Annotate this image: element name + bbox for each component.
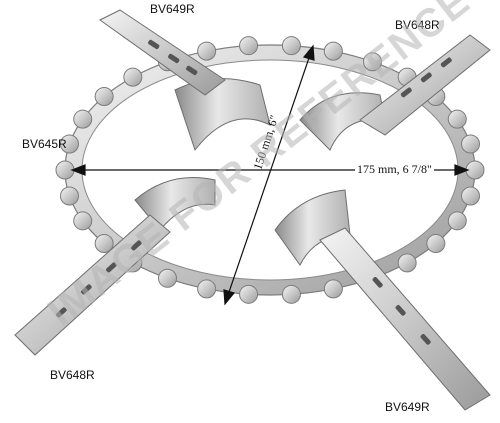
- ring-scallop: [123, 67, 143, 87]
- ring-scallop: [239, 36, 259, 56]
- label-top-right: BV648R: [395, 18, 440, 32]
- ring-scallop: [363, 52, 382, 72]
- ring-scallop: [323, 279, 343, 299]
- ring-scallop: [59, 186, 79, 206]
- ring-scallop: [197, 279, 217, 299]
- ring-scallop: [426, 233, 446, 253]
- ring-scallop: [94, 87, 114, 107]
- ring-scallop: [461, 134, 481, 154]
- ring-scallop: [447, 211, 467, 231]
- ring-scallop: [323, 41, 343, 61]
- handle-bottom-right: [319, 227, 491, 411]
- handle-bottom-left: [14, 214, 171, 356]
- label-bottom-right: BV649R: [385, 400, 430, 414]
- ring-scallop: [73, 211, 93, 231]
- ring-scallop: [158, 268, 177, 288]
- handle-top-left: [99, 9, 226, 96]
- ring-scallop: [281, 36, 301, 56]
- blade-bottom-right: [274, 189, 351, 266]
- handle-top-right: [359, 34, 491, 136]
- label-left: BV645R: [22, 137, 67, 151]
- ring-scallop: [197, 41, 217, 61]
- dimension-arrow-vertical: [223, 44, 315, 306]
- blade-bottom-left: [134, 177, 216, 231]
- label-top-left: BV649R: [150, 2, 195, 16]
- ring-scallop: [281, 284, 301, 304]
- ring-scallop: [447, 109, 467, 129]
- label-bottom-left: BV648R: [50, 368, 95, 382]
- ring-scallop: [94, 233, 114, 253]
- ring-scallop: [73, 109, 93, 129]
- ring-scallop: [461, 186, 481, 206]
- dimension-label-horizontal: 175 mm, 6 7/8": [355, 162, 434, 177]
- ring-scallop: [397, 253, 417, 273]
- ring-scallop: [59, 134, 79, 154]
- ring-scallop: [239, 284, 259, 304]
